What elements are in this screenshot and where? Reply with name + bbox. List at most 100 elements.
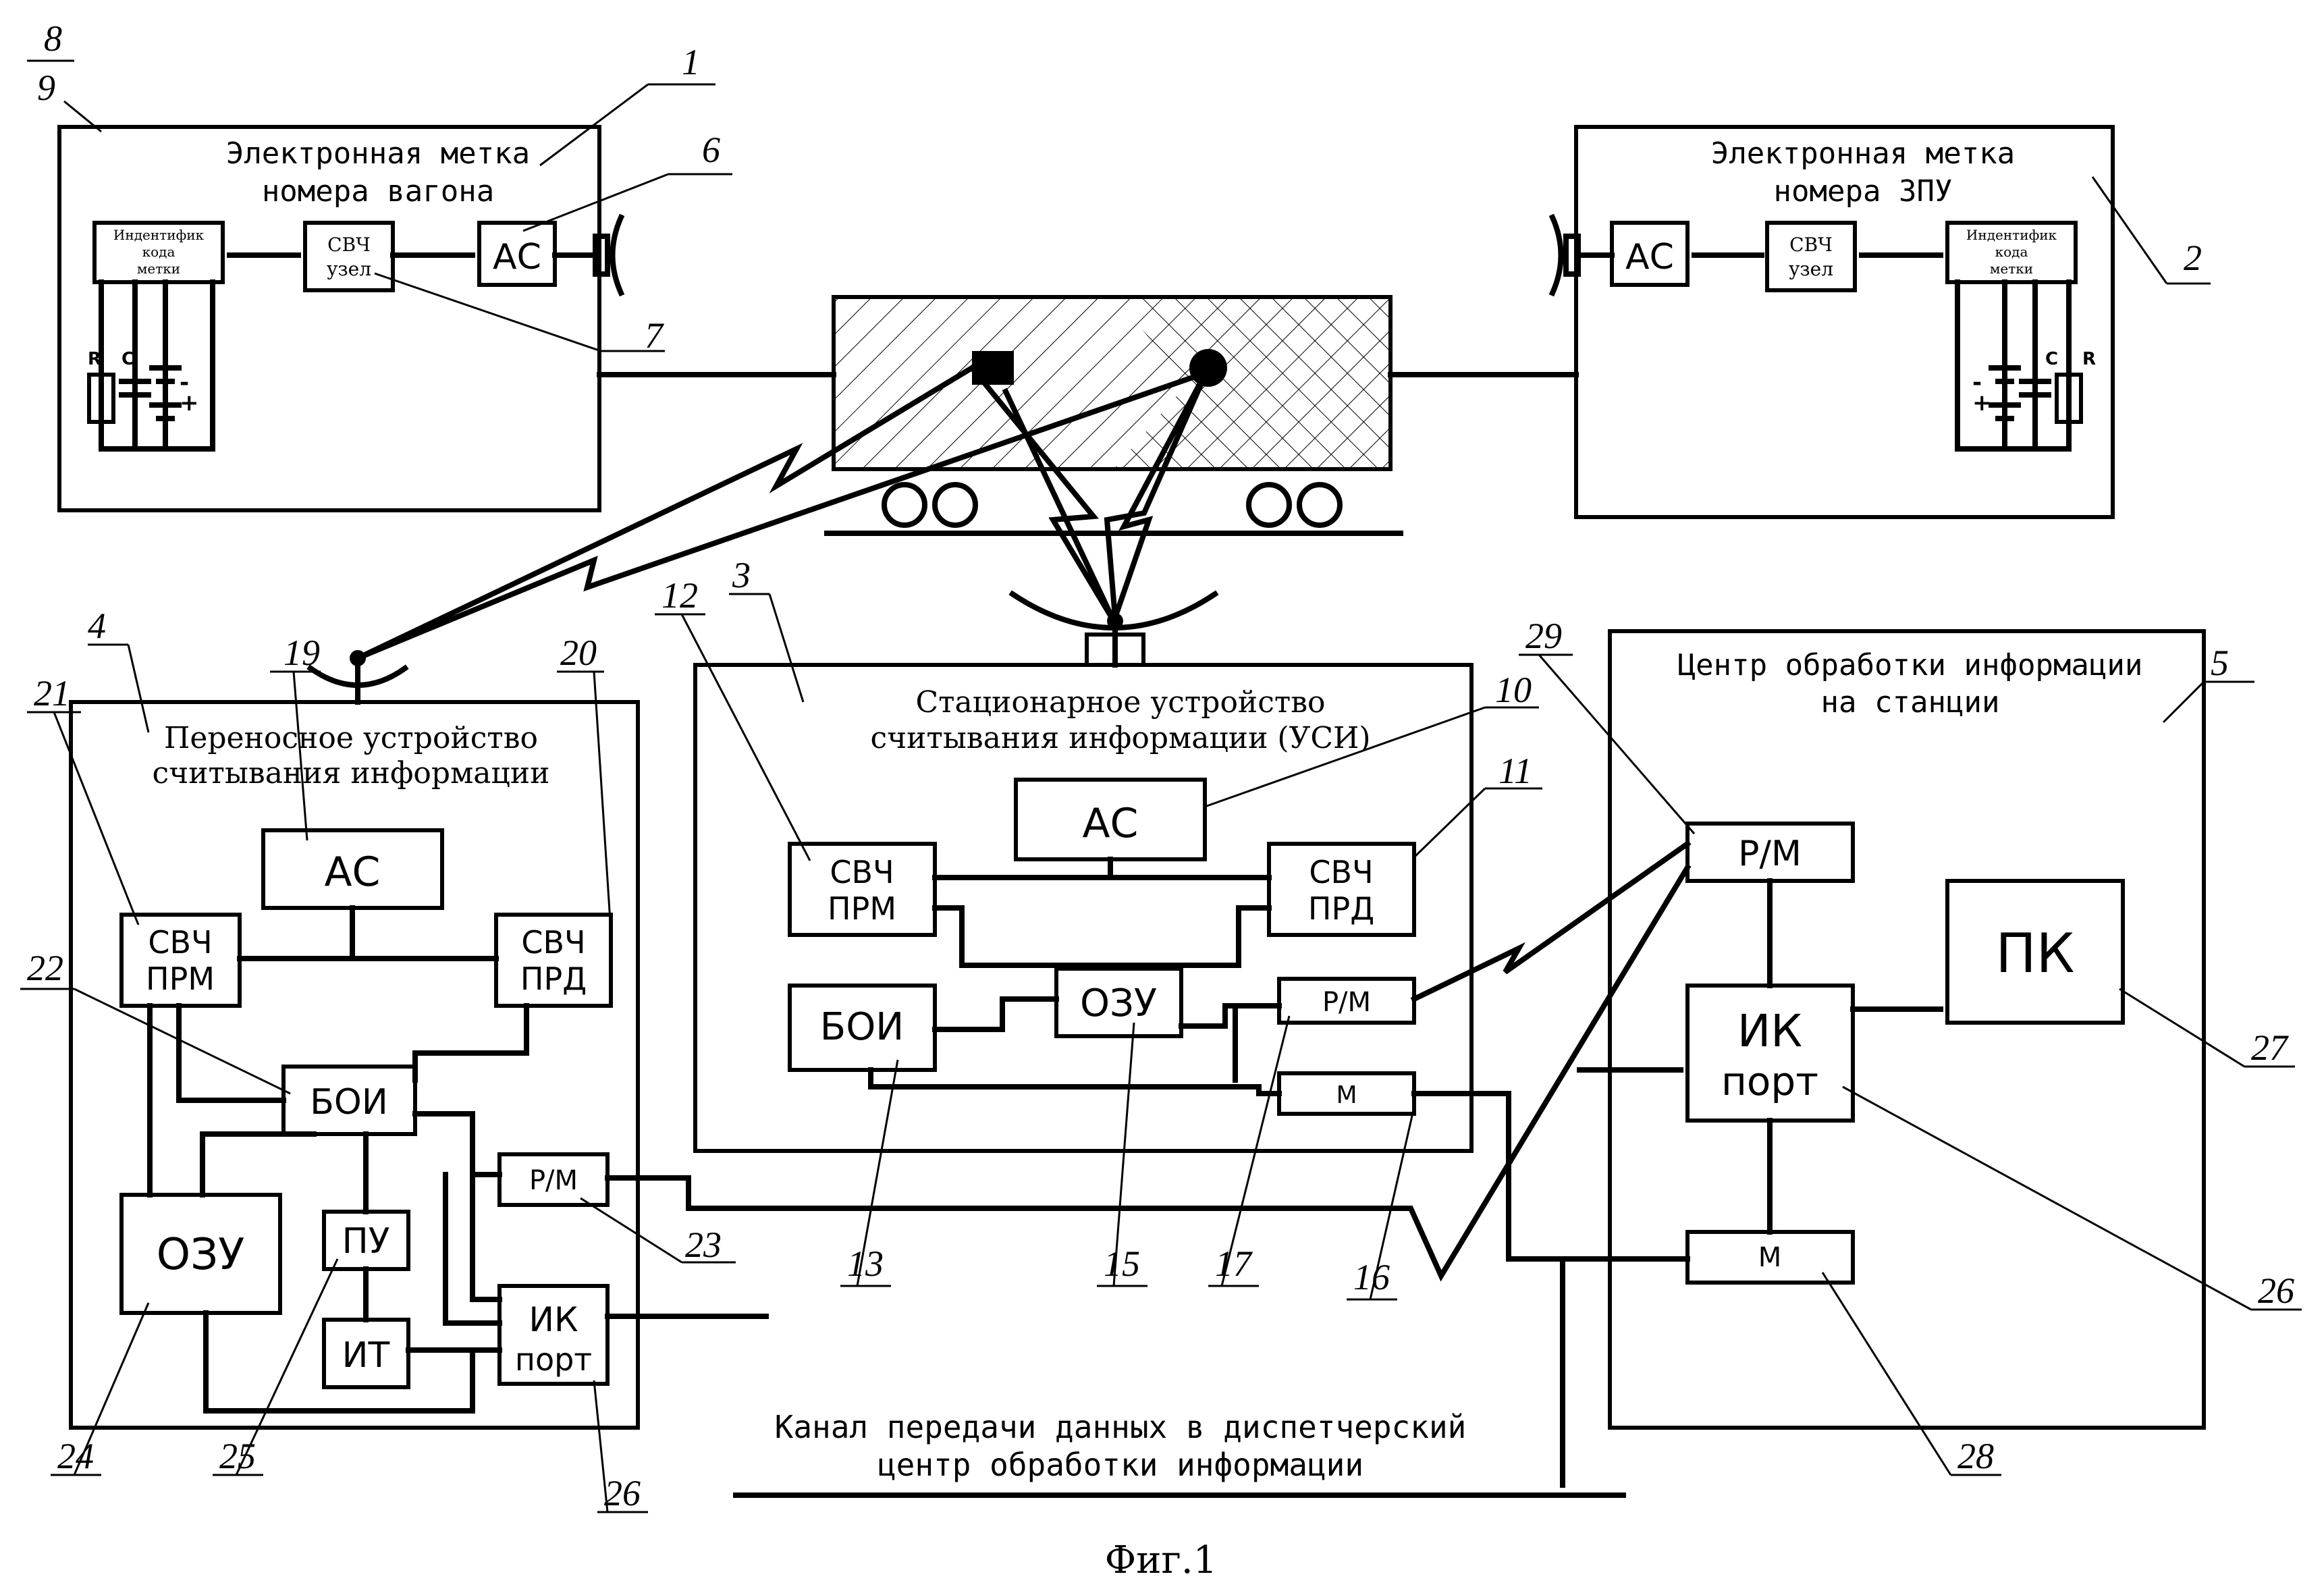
stationary-mw-tx-line1: СВЧ	[1309, 854, 1373, 890]
callout-3: 3	[732, 555, 751, 595]
callout-27: 27	[2251, 1027, 2289, 1068]
stationary-mw-rx-line2: ПРМ	[828, 890, 896, 927]
portable-mw-tx-line1: СВЧ	[521, 924, 585, 961]
portable-control-panel-label: ПУ	[342, 1221, 390, 1262]
callout-5: 5	[2211, 643, 2229, 683]
lock-tag-panel: Электронная метка номера ЗПУ АС СВЧ узел…	[1552, 127, 2113, 517]
wheel-icon	[1249, 485, 1289, 525]
callout-29: 29	[1525, 616, 1562, 656]
callout-20: 20	[560, 633, 597, 673]
lock-tag-title-2: номера ЗПУ	[1774, 174, 1953, 209]
callout-4: 4	[88, 606, 106, 646]
stationary-modem-line	[1414, 1094, 1569, 1259]
figure-caption: Фиг.1	[1105, 1538, 1218, 1582]
lock-id-line2: кода	[1995, 244, 2028, 260]
stationary-wiring	[871, 859, 1279, 1094]
station-center-title-2: на станции	[1821, 685, 2000, 720]
portable-antenna-label: АС	[325, 849, 381, 896]
callout-2: 2	[2184, 238, 2202, 278]
callout-7: 7	[645, 315, 664, 356]
portable-title-1: Переносное устройство	[164, 721, 538, 755]
wagon-tag-title-1: Электронная метка	[226, 136, 530, 171]
stationary-mw-rx-line1: СВЧ	[830, 854, 894, 890]
callout-8: 8	[44, 18, 62, 59]
lock-plus-label: +	[1972, 389, 1992, 416]
callout-19: 19	[283, 633, 320, 673]
callout-17: 17	[1215, 1243, 1253, 1284]
stationary-radio-modem-label: Р/М	[1322, 987, 1371, 1018]
wagon-antenna-dish-icon	[613, 217, 622, 293]
callout-6: 6	[702, 130, 720, 170]
lock-mw-line2: узел	[1789, 258, 1833, 280]
portable-radio-modem-label: Р/М	[529, 1165, 578, 1196]
portable-power-source-label: ИТ	[342, 1335, 390, 1376]
center-ir-port-line2: порт	[1721, 1058, 1818, 1104]
station-center-panel: Центр обработки информации на станции Р/…	[1569, 631, 2204, 1428]
lock-id-line3: метки	[1990, 261, 2033, 277]
wagon-plus-label: +	[180, 389, 199, 416]
callout-13: 13	[847, 1243, 884, 1284]
callout-10: 10	[1495, 670, 1532, 710]
callout-1: 1	[682, 42, 700, 82]
stationary-info-processor-label: БОИ	[820, 1005, 904, 1049]
lock-r-label: R	[2082, 349, 2096, 369]
portable-mw-tx-line2: ПРД	[520, 961, 587, 997]
callout-28: 28	[1957, 1436, 1994, 1476]
wagon-r-label: R	[88, 349, 101, 369]
channel-label-1: Канал передачи данных в диспетчерский	[775, 1409, 1467, 1445]
center-radio-modem-label: Р/М	[1738, 834, 1802, 874]
channel-label-2: центр обработки информации	[877, 1447, 1363, 1483]
callout-11: 11	[1498, 751, 1532, 791]
center-ir-port-line1: ИК	[1737, 1005, 1802, 1057]
lock-antenna-label: АС	[1625, 237, 1674, 277]
center-modem-label: М	[1758, 1242, 1782, 1273]
station-center-frame	[1610, 631, 2204, 1428]
wagon-rc-circuit: R C - +	[88, 282, 213, 449]
wheel-icon	[1299, 485, 1340, 525]
callout-26-center: 26	[2258, 1270, 2294, 1311]
wagon-id-line2: кода	[142, 244, 175, 260]
portable-title-2: считывания информации	[153, 756, 550, 790]
lock-mw-line1: СВЧ	[1789, 234, 1833, 256]
portable-info-processor-label: БОИ	[310, 1082, 388, 1123]
wagon-mw-line2: узел	[327, 258, 371, 280]
wheel-icon	[935, 485, 975, 525]
callout-23: 23	[685, 1225, 722, 1265]
station-center-title-1: Центр обработки информации	[1678, 648, 2143, 682]
wheel-icon	[884, 485, 925, 525]
wagon-antenna-label: АС	[493, 237, 541, 277]
radio-link-stationary-center	[1414, 844, 1687, 999]
callout-26-portable: 26	[604, 1473, 641, 1513]
lock-rc-circuit: R C - +	[1957, 282, 2096, 449]
center-pc-label: ПК	[1996, 922, 2075, 985]
wagon-id-line1: Индентифик	[113, 227, 205, 243]
callout-9: 9	[37, 68, 55, 108]
stationary-title-1: Стационарное устройство	[915, 685, 1325, 720]
lock-tag-title-1: Электронная метка	[1711, 136, 2015, 171]
wagon-mw-node	[305, 223, 393, 290]
stationary-ram-label: ОЗУ	[1080, 981, 1157, 1025]
callout-22: 22	[27, 948, 63, 988]
callout-12: 12	[661, 575, 698, 616]
callout-15: 15	[1104, 1243, 1140, 1284]
callout-21: 21	[34, 673, 70, 714]
stationary-mw-tx-line2: ПРД	[1308, 890, 1374, 927]
stationary-antenna-label: АС	[1083, 800, 1139, 847]
stationary-title-2: считывания информации (УСИ)	[870, 721, 1370, 755]
lock-c-label: C	[2045, 349, 2058, 369]
radio-link-portable-center	[607, 867, 1687, 1276]
stationary-modem-label: М	[1336, 1081, 1357, 1109]
lock-id-line1: Индентифик	[1966, 227, 2057, 243]
wagon-mw-line1: СВЧ	[327, 234, 371, 256]
lock-antenna-dish-icon	[1552, 217, 1561, 293]
portable-ir-port-line1: ИК	[529, 1300, 578, 1339]
portable-mw-rx-line1: СВЧ	[148, 924, 212, 961]
wagon-tag-panel: Электронная метка номера вагона Индентиф…	[59, 127, 621, 510]
portable-mw-rx-line2: ПРМ	[146, 961, 215, 997]
portable-ir-port-line2: порт	[515, 1341, 592, 1378]
portable-ram-label: ОЗУ	[157, 1230, 244, 1280]
wagon-tag-title-2: номера вагона	[262, 174, 494, 209]
wagon-c-label: C	[121, 349, 134, 369]
